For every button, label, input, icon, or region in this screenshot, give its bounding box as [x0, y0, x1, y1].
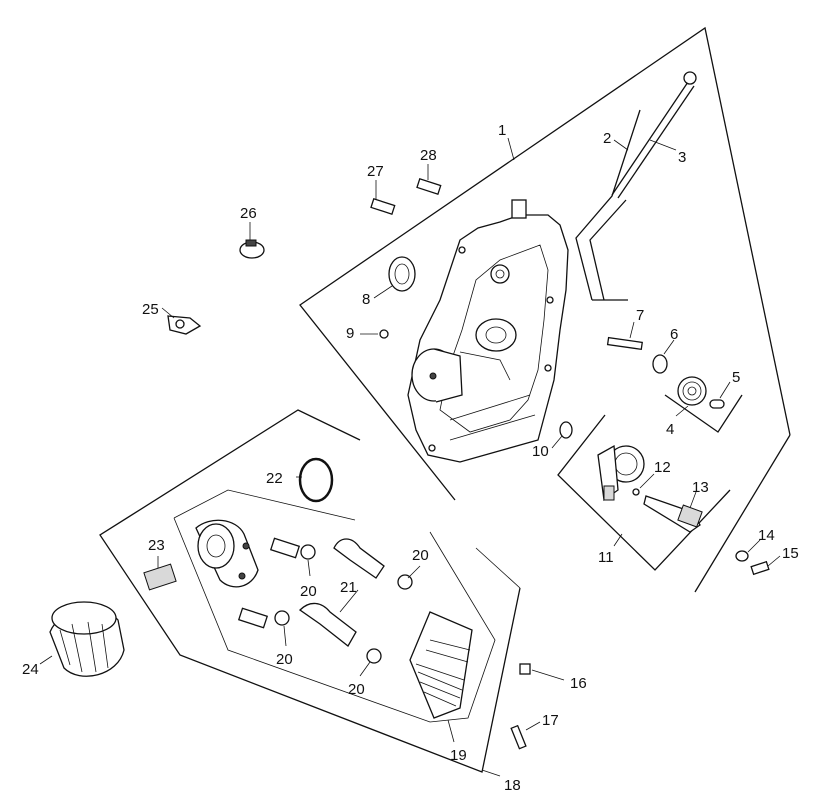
gear: [677, 376, 707, 406]
hose-clamps: [274, 544, 413, 664]
clip-16: [519, 663, 531, 675]
frame-gear-group: [664, 394, 743, 433]
label-22: 22: [266, 470, 283, 487]
hose-fitting-upper: [269, 537, 301, 559]
label-9: 9: [346, 325, 354, 342]
label-28: 28: [420, 147, 437, 164]
label-20-a: 20: [412, 547, 429, 564]
o-ring: [559, 421, 573, 439]
bolt-28: [416, 177, 442, 195]
label-10: 10: [532, 443, 549, 460]
label-15: 15: [782, 545, 799, 562]
pin-shaft: [606, 336, 643, 351]
label-14: 14: [758, 527, 775, 544]
label-20-c: 20: [276, 651, 293, 668]
label-18: 18: [504, 777, 521, 794]
frame-crankcase-cover-group: [299, 26, 791, 593]
label-20-d: 20: [348, 681, 365, 698]
oil-seal: [388, 256, 416, 292]
hose-fitting-lower: [237, 607, 269, 629]
label-3: 3: [678, 149, 686, 166]
o-ring-large: [298, 457, 334, 503]
label-8: 8: [362, 291, 370, 308]
elbow-fitting: [167, 315, 202, 335]
part-labels: 1 2 3 4 5 6 7 8 9 10 11 12 13 14 15 16 1…: [22, 122, 799, 794]
dipstick: [611, 71, 697, 199]
label-19: 19: [450, 747, 467, 764]
oil-filter: [49, 601, 125, 677]
label-25: 25: [142, 301, 159, 318]
relief-valve: [643, 495, 703, 533]
label-12: 12: [654, 459, 671, 476]
label-24: 24: [22, 661, 39, 678]
label-4: 4: [666, 421, 674, 438]
bolt-17: [510, 724, 527, 750]
gear-pin: [709, 399, 725, 409]
label-6: 6: [670, 326, 678, 343]
hose-lower: [298, 602, 357, 647]
washer-drain: [735, 550, 749, 562]
crankcase-cover: [407, 199, 569, 463]
frame-oil-cooler-group: [99, 409, 521, 773]
dipstick-tube: [575, 109, 641, 301]
leader-lines: [39, 137, 781, 777]
label-23: 23: [148, 537, 165, 554]
label-2: 2: [603, 130, 611, 147]
drain-bolt: [750, 560, 770, 576]
label-1: 1: [498, 122, 506, 139]
label-26: 26: [240, 205, 257, 222]
washer: [652, 354, 668, 374]
label-16: 16: [570, 675, 587, 692]
bolt-27: [370, 197, 396, 215]
oil-pump: [597, 444, 645, 502]
oil-filter-adapter: [195, 519, 259, 588]
plug: [379, 329, 389, 339]
label-5: 5: [732, 369, 740, 386]
o-ring-small: [632, 488, 640, 496]
hose-upper: [333, 538, 385, 579]
label-21: 21: [340, 579, 357, 596]
frame-oil-cooler-inner: [173, 489, 496, 723]
label-13: 13: [692, 479, 709, 496]
label-27: 27: [367, 163, 384, 180]
label-17: 17: [542, 712, 559, 729]
label-11: 11: [598, 549, 614, 566]
label-7: 7: [636, 307, 644, 324]
oil-pressure-switch: [239, 239, 265, 259]
label-20-b: 20: [300, 583, 317, 600]
union-fitting: [143, 563, 177, 591]
oil-cooler: [409, 611, 473, 719]
